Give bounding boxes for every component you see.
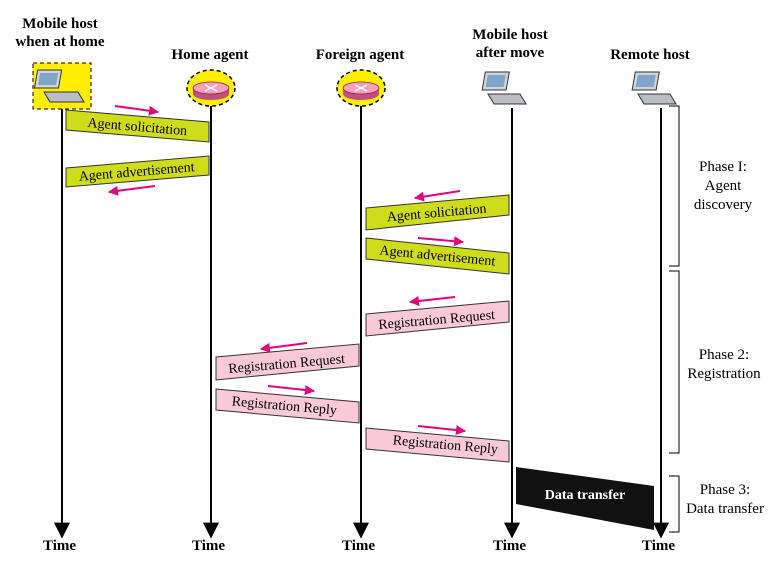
router-icon-foreign-agent xyxy=(336,69,386,107)
time-label-foreign-agent: Time xyxy=(342,538,376,554)
phase-1-bracket xyxy=(669,105,680,267)
time-label-remote-host: Time xyxy=(642,538,676,554)
entity-remote-host-label: Remote host xyxy=(610,47,690,63)
message-registration-request-2: Registration Request xyxy=(215,342,360,381)
message-registration-reply-2: Registration Reply xyxy=(365,425,510,463)
phase-2-bracket xyxy=(669,270,680,454)
time-label-home-agent: Time xyxy=(192,538,226,554)
message-data-transfer: Data transfer xyxy=(516,467,654,530)
message-registration-reply-1: Registration Reply xyxy=(215,385,360,424)
entity-mobile-moved-label: Mobile host after move xyxy=(472,27,548,61)
phase-2-label: Phase 2: Registration xyxy=(687,347,761,382)
phase-1-label: Phase I: Agent discovery xyxy=(693,159,753,213)
entity-home-agent-label: Home agent xyxy=(171,47,249,63)
message-agent-solicitation-2: Agent solicitation xyxy=(365,190,510,231)
laptop-icon-mobile-moved xyxy=(481,71,527,105)
phase-3-bracket xyxy=(669,475,680,533)
laptop-icon-home xyxy=(32,62,92,110)
message-agent-advertisement-1: Agent advertisement xyxy=(65,155,210,196)
entity-mobile-home-label: Mobile host when at home xyxy=(15,16,105,50)
message-agent-solicitation-1: Agent solicitation xyxy=(65,105,210,143)
message-agent-advertisement-2: Agent advertisement xyxy=(365,236,510,275)
message-registration-request-1: Registration Request xyxy=(365,296,510,337)
time-label-mobile-home: Time xyxy=(43,538,77,554)
router-icon-home-agent xyxy=(186,69,236,107)
phase-3-label: Phase 3: Data transfer xyxy=(686,482,764,517)
laptop-icon-remote-host xyxy=(631,71,677,105)
time-label-mobile-moved: Time xyxy=(493,538,527,554)
svg-text:Data transfer: Data transfer xyxy=(545,488,625,503)
entity-foreign-agent-label: Foreign agent xyxy=(315,47,405,63)
